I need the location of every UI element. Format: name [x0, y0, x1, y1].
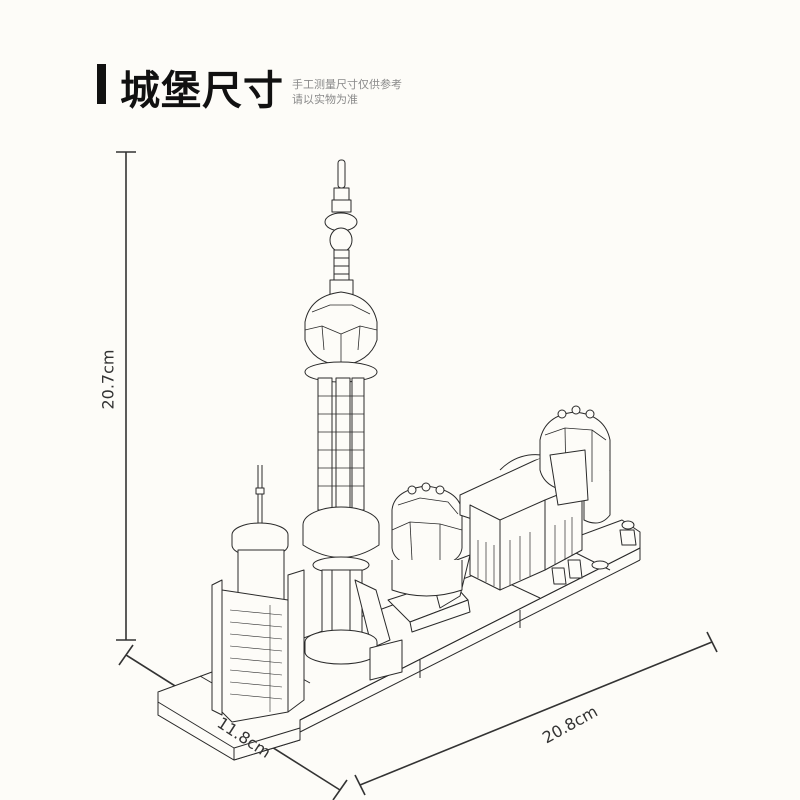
width-dimension-line — [354, 631, 718, 796]
title-accent-bar — [97, 64, 106, 104]
note-line-2: 请以实物为准 — [292, 93, 358, 106]
skyscraper — [211, 465, 305, 723]
height-dimension-label: 20.7cm — [98, 349, 118, 410]
bollards — [551, 520, 637, 585]
right-dome — [539, 405, 611, 524]
left-dome — [391, 482, 463, 597]
oriental-pearl-tower — [302, 159, 391, 665]
measurement-note: 手工测量尺寸仅供参考 请以实物为准 — [292, 77, 402, 107]
page-title: 城堡尺寸 — [120, 68, 284, 114]
height-dimension-line — [116, 151, 136, 641]
note-line-1: 手工测量尺寸仅供参考 — [292, 78, 402, 91]
